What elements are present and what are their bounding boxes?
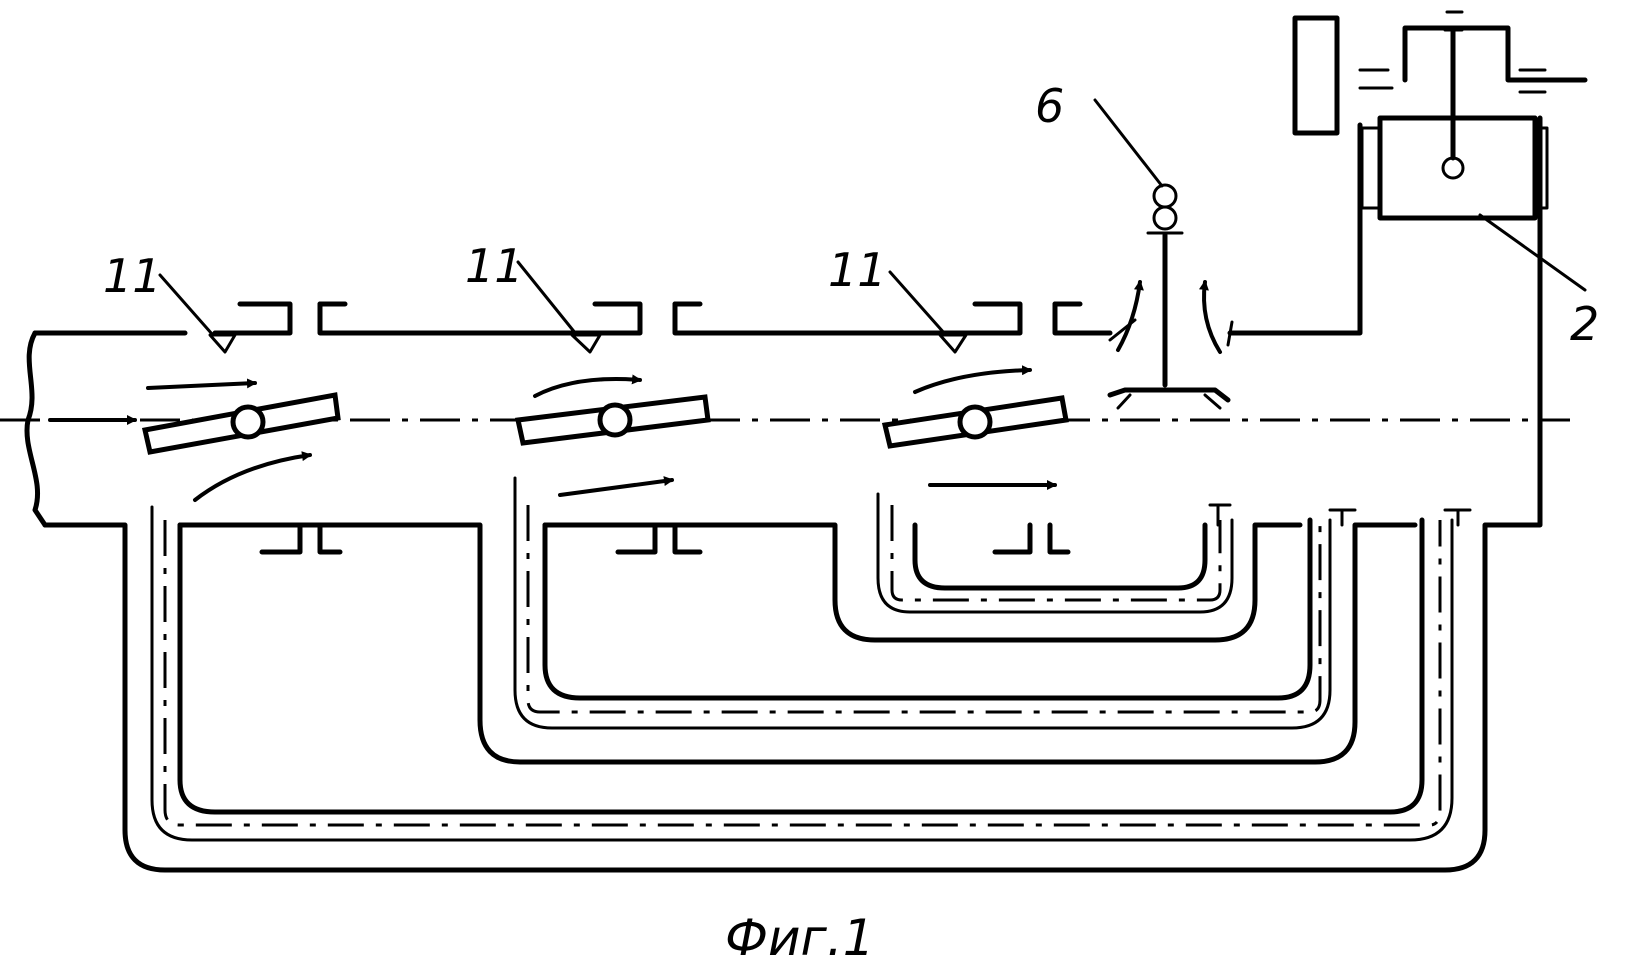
flap-3 xyxy=(885,398,1066,446)
label-11-b: 11 xyxy=(465,239,524,293)
duct-inlet-break xyxy=(27,333,45,525)
flap-1 xyxy=(145,395,338,452)
sensor-11-b xyxy=(518,262,600,352)
return-channels xyxy=(152,478,1470,840)
label-11-c: 11 xyxy=(828,243,887,297)
valve-6 xyxy=(1095,100,1228,408)
duct-lower-wall xyxy=(45,118,1540,870)
sensor-11-a xyxy=(160,275,235,352)
sensor-11-c xyxy=(890,272,966,352)
flap-2 xyxy=(518,397,708,443)
label-6: 6 xyxy=(1035,79,1064,133)
label-11-a: 11 xyxy=(103,249,162,303)
label-2: 2 xyxy=(1570,297,1599,351)
figure-caption: Фиг.1 xyxy=(725,909,875,967)
